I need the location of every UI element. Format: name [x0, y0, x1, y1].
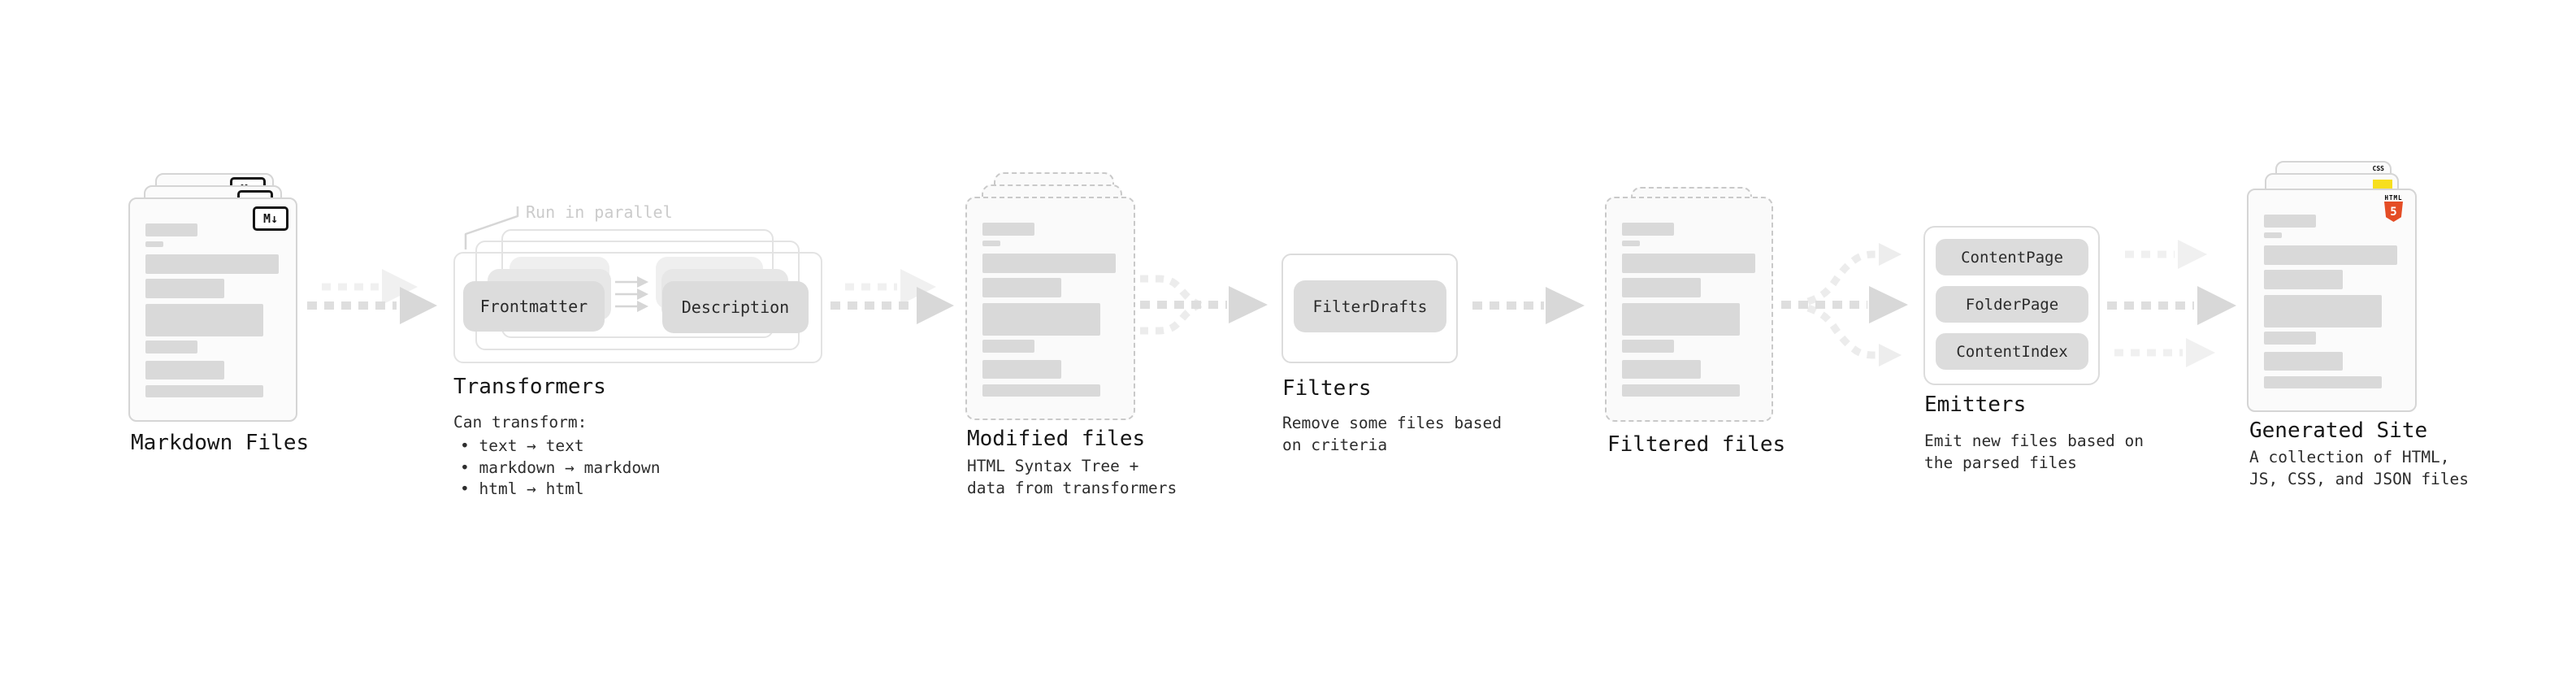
file-card-front	[965, 197, 1135, 420]
caption-transformers: Can transform:	[453, 413, 588, 432]
arrow-markdown-to-transformers	[307, 269, 437, 324]
html5-label: HTML	[2384, 194, 2403, 202]
markdown-files-stack: M↓ M↓ M↓	[128, 173, 297, 422]
bullet-markdown-to-markdown: • markdown → markdown	[460, 458, 661, 477]
html5-icon: HTML 5	[2384, 194, 2403, 222]
title-modified-files: Modified files	[967, 427, 1146, 451]
transformer-layer-front: Frontmatter Description	[453, 252, 822, 363]
arrow-modified-to-filters-converge	[1140, 275, 1268, 335]
caption-generated-site: A collection of HTML, JS, CSS, and JSON …	[2249, 448, 2470, 488]
transformer-node-description: Description	[662, 281, 809, 333]
title-generated-site: Generated Site	[2249, 419, 2428, 443]
bullet-text-to-text: • text → text	[460, 436, 584, 455]
arrow-filters-to-filtered	[1472, 287, 1585, 324]
emitter-node-contentpage: ContentPage	[1936, 239, 2088, 275]
transformer-node-frontmatter: Frontmatter	[463, 281, 605, 332]
file-card-front	[1605, 197, 1773, 422]
emitter-node-folderpage: FolderPage	[1936, 286, 2088, 323]
title-filtered-files: Filtered files	[1607, 432, 1786, 457]
transformers-bullet-list: • text → text • markdown → markdown • ht…	[460, 436, 661, 501]
generated-site-stack: CSS HTML 5	[2247, 161, 2417, 412]
html5-shield: 5	[2384, 202, 2403, 222]
title-emitters: Emitters	[1924, 393, 2027, 417]
title-markdown-files: Markdown Files	[131, 431, 310, 455]
emitter-node-contentindex: ContentIndex	[1936, 333, 2088, 370]
emitters-box: ContentPage FolderPage ContentIndex	[1923, 226, 2100, 385]
filter-node-filterdrafts: FilterDrafts	[1294, 280, 1446, 332]
modified-files-stack	[965, 172, 1135, 420]
js-icon	[2373, 180, 2392, 189]
arrow-transformers-to-modified	[830, 269, 954, 324]
markdown-icon: M↓	[253, 206, 288, 231]
arrow-filtered-to-emitters-diverge	[1781, 243, 1908, 367]
bullet-html-to-html: • html → html	[460, 479, 584, 498]
file-card-front-html: HTML 5	[2247, 189, 2417, 412]
caption-modified-files: HTML Syntax Tree + data from transformer…	[967, 457, 1177, 497]
title-filters: Filters	[1282, 376, 1372, 401]
caption-filters: Remove some files based on criteria	[1282, 414, 1503, 454]
title-transformers: Transformers	[453, 375, 606, 399]
caption-emitters: Emit new files based on the parsed files	[1924, 432, 2144, 472]
arrows-emitters-to-generated	[2107, 240, 2236, 367]
filtered-files-stack	[1605, 187, 1773, 422]
filters-box: FilterDrafts	[1281, 254, 1458, 363]
file-card-front: M↓	[128, 197, 297, 422]
run-in-parallel-label: Run in parallel	[526, 202, 673, 222]
